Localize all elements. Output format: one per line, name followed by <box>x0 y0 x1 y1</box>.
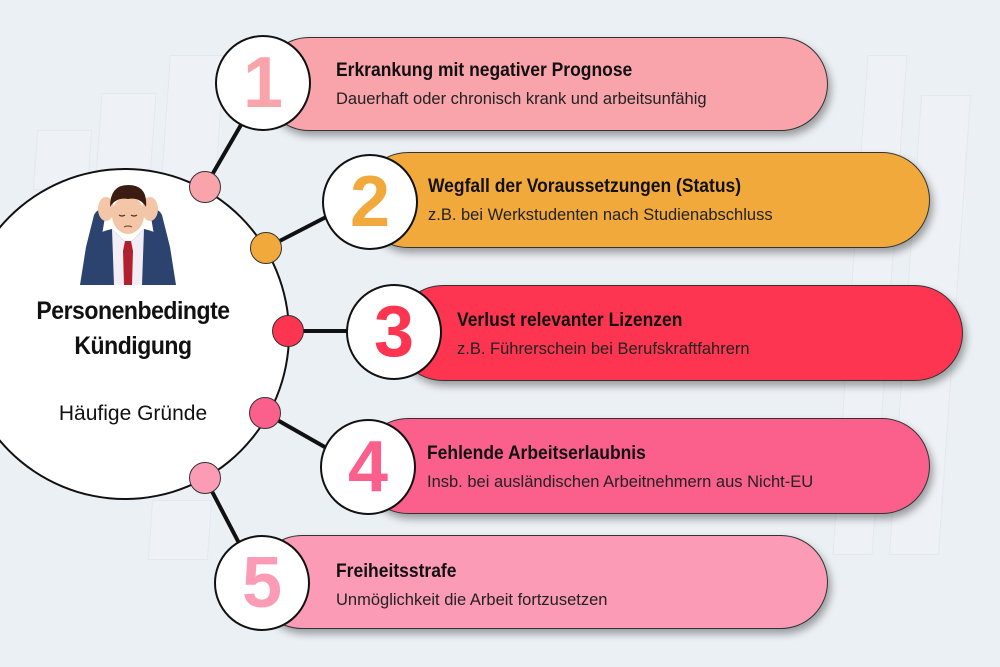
reason-number-2: 2 <box>322 154 418 250</box>
reason-description-2: z.B. bei Werkstudenten nach Studienabsch… <box>428 206 773 224</box>
hub-title-line-1: Personenbedingte <box>36 297 230 325</box>
reason-description-1: Dauerhaft oder chronisch krank und arbei… <box>336 90 707 108</box>
reason-number-1: 1 <box>215 35 311 131</box>
hub-circle <box>0 168 290 500</box>
reason-number-3: 3 <box>346 284 442 380</box>
reason-description-5: Unmöglichkeit die Arbeit fortzusetzen <box>336 591 608 609</box>
connector-dot-5 <box>189 462 221 494</box>
stressed-businessman-icon <box>80 185 176 285</box>
reason-card-4 <box>360 418 930 514</box>
reason-card-3 <box>395 285 963 381</box>
reason-card-5 <box>255 535 828 629</box>
connector-dot-1 <box>189 171 221 203</box>
reason-card-1 <box>262 37 828 131</box>
reason-title-4: Fehlende Arbeitserlaubnis <box>427 443 646 464</box>
reason-description-3: z.B. Führerschein bei Berufskraftfahrern <box>457 340 750 358</box>
reason-title-5: Freiheitsstrafe <box>336 561 457 582</box>
hub-title: Personenbedingte Kündigung <box>18 294 248 364</box>
connector-dot-3 <box>272 315 304 347</box>
reason-number-4: 4 <box>320 419 416 515</box>
hub-subtitle: Häufige Gründe <box>58 402 208 425</box>
reason-description-4: Insb. bei ausländischen Arbeitnehmern au… <box>427 473 814 491</box>
reason-card-2 <box>360 152 930 248</box>
connector-dot-2 <box>250 232 282 264</box>
reason-title-3: Verlust relevanter Lizenzen <box>457 310 683 331</box>
connector-dot-4 <box>249 397 281 429</box>
reason-number-5: 5 <box>214 535 310 631</box>
reason-title-2: Wegfall der Voraussetzungen (Status) <box>428 176 742 197</box>
reason-title-1: Erkrankung mit negativer Prognose <box>336 60 633 81</box>
hub-title-line-2: Kündigung <box>74 332 192 360</box>
